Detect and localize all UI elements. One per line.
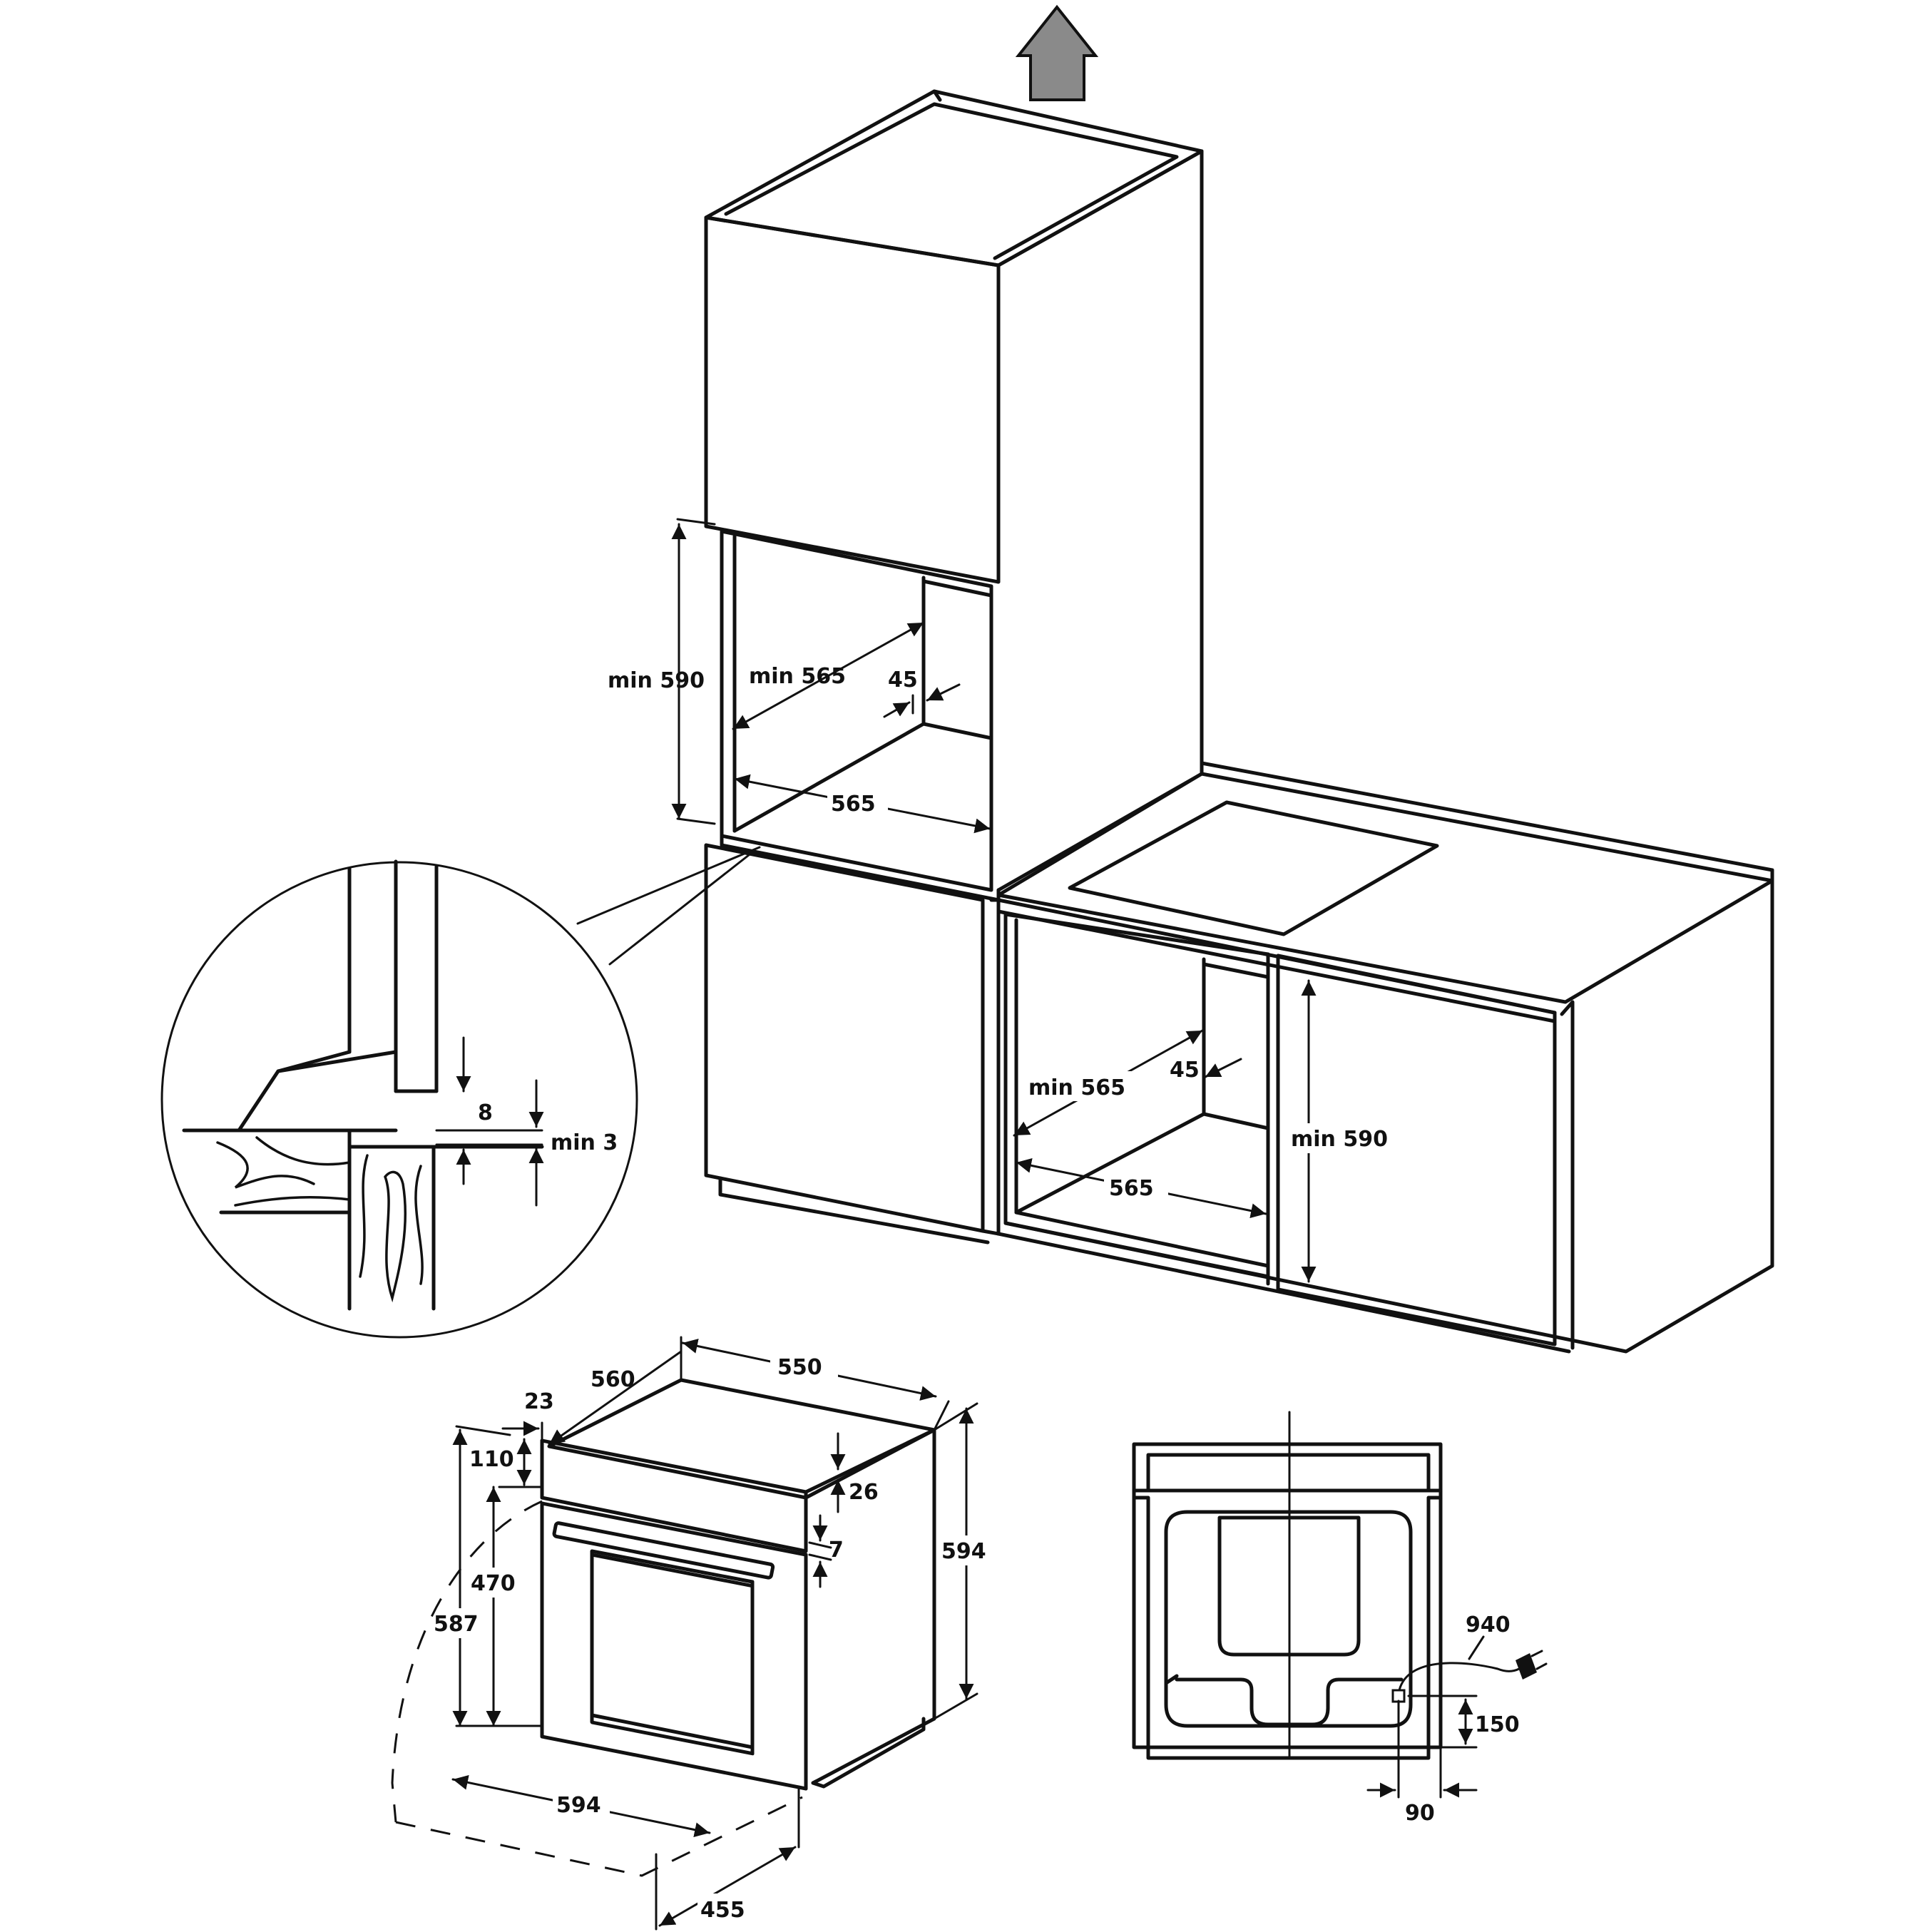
oven-rear-view: 940 150 90 bbox=[1132, 1411, 1548, 1826]
upper-niche-gap-label: 45 bbox=[888, 668, 918, 692]
cable-height-label: 150 bbox=[1475, 1712, 1520, 1737]
detail-top-label: 8 bbox=[478, 1100, 493, 1125]
oven-panel-offset-label: 26 bbox=[849, 1480, 879, 1505]
power-plug-icon bbox=[1516, 1650, 1548, 1680]
lower-niche-dimensions: min 565 45 565 min 590 bbox=[1013, 979, 1401, 1283]
detail-magnifier: 8 min 3 bbox=[160, 846, 761, 1339]
oven-door-height-label: 470 bbox=[471, 1571, 516, 1596]
lower-niche-width-label: 565 bbox=[1109, 1176, 1154, 1201]
lower-niche-height-label: min 590 bbox=[1291, 1127, 1388, 1152]
up-arrow-icon bbox=[1015, 4, 1099, 101]
cable-length-label: 940 bbox=[1466, 1612, 1511, 1637]
oven-width-top-label: 550 bbox=[777, 1355, 822, 1380]
lower-niche-depth-label: min 565 bbox=[1028, 1075, 1125, 1100]
oven-dimensions: 550 560 23 110 26 7 594 470 bbox=[391, 1336, 995, 1931]
oven-width-bottom-label: 594 bbox=[556, 1793, 601, 1818]
oven-handle bbox=[552, 1521, 775, 1580]
oven-body-height-label: 587 bbox=[434, 1612, 479, 1637]
oven-gap-label: 7 bbox=[829, 1538, 844, 1563]
oven-isometric bbox=[540, 1378, 936, 1791]
cable-offset-label: 90 bbox=[1405, 1801, 1435, 1826]
lower-niche-gap-label: 45 bbox=[1170, 1058, 1200, 1083]
tall-cabinet bbox=[704, 89, 1204, 1244]
oven-panel-height-label: 110 bbox=[469, 1447, 514, 1472]
oven-window bbox=[590, 1549, 755, 1749]
oven-height-label: 594 bbox=[941, 1539, 986, 1564]
upper-niche-width-label: 565 bbox=[831, 792, 876, 817]
upper-niche-height-label: min 590 bbox=[608, 668, 705, 693]
oven-door-swing-label: 455 bbox=[700, 1898, 745, 1923]
upper-niche-dimensions: min 590 min 565 45 565 bbox=[608, 518, 991, 834]
hob bbox=[1068, 800, 1439, 936]
oven-front-depth-label: 23 bbox=[524, 1389, 554, 1414]
base-cabinet bbox=[996, 761, 1774, 1354]
upper-niche-depth-label: min 565 bbox=[749, 664, 846, 689]
detail-min-label: min 3 bbox=[551, 1130, 618, 1155]
oven-depth-label: 560 bbox=[591, 1367, 635, 1392]
